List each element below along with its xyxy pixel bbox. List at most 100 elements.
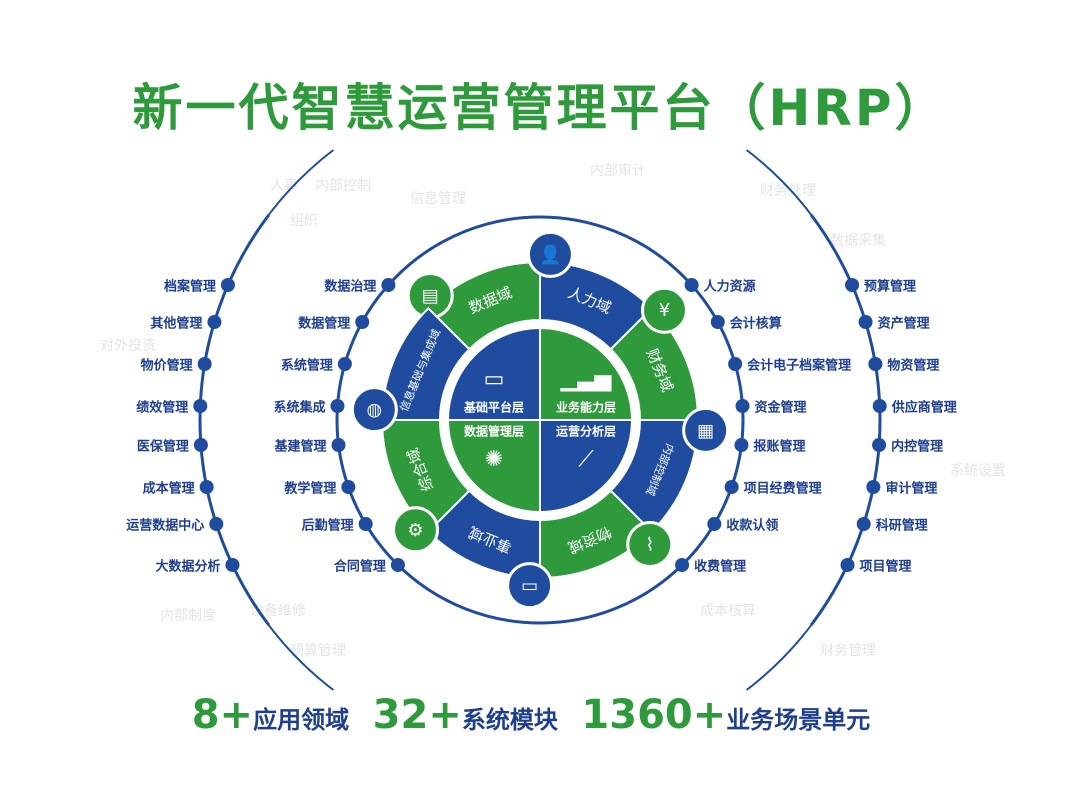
watermark-text: 成本核算 <box>700 603 756 619</box>
module-label: 项目管理 <box>859 559 912 575</box>
module-label: 数据管理 <box>298 316 351 332</box>
node-dot <box>858 315 873 329</box>
core-quadrant <box>446 326 541 421</box>
module-label: 审计管理 <box>885 481 938 497</box>
module-label: 成本管理 <box>142 481 195 497</box>
node-dot <box>225 558 240 572</box>
module-label: 物资管理 <box>887 358 940 374</box>
watermark-text: 预算管理 <box>290 643 346 659</box>
core-layer-label: 业务能力层 <box>556 400 616 415</box>
watermark-text: 组织 <box>290 213 318 229</box>
node-dot <box>872 399 887 413</box>
node-dot <box>199 480 214 494</box>
node-dot <box>728 357 743 371</box>
module-label: 数据治理 <box>324 279 377 295</box>
watermark-text: 内部审计 <box>590 163 646 179</box>
node-dot <box>355 315 370 329</box>
module-label: 预算管理 <box>864 279 917 295</box>
module-label: 会计核算 <box>729 316 782 332</box>
watermark-text: 内部控制 <box>315 178 371 194</box>
node-dot <box>330 399 345 413</box>
watermark-text: 人事 <box>270 178 298 194</box>
watermark-text: 财务处理 <box>760 183 816 199</box>
watermark-text: 设备维修 <box>250 603 306 619</box>
module-label: 档案管理 <box>163 279 216 295</box>
page-title: 新一代智慧运营管理平台（HRP） <box>132 79 948 137</box>
module-label: 系统管理 <box>280 358 333 374</box>
gear-people-icon: ⚙ <box>407 520 423 541</box>
money-icon: ▭ <box>521 576 538 597</box>
watermark-text: 财务管理 <box>820 643 876 659</box>
module-label: 运营数据中心 <box>126 518 205 534</box>
watermark-text: 系统设置 <box>950 463 1006 479</box>
module-label: 供应商管理 <box>891 400 957 416</box>
network-globe-icon: ✺ <box>485 447 503 472</box>
node-dot <box>724 480 739 494</box>
module-label: 会计电子档案管理 <box>747 358 852 374</box>
finance-person-badge <box>641 286 689 334</box>
stat-label: 业务场景单元 <box>726 706 871 734</box>
stat-label: 应用领域 <box>253 706 350 734</box>
core-layer-label: 运营分析层 <box>556 424 616 439</box>
inner-orbit-circle <box>335 215 745 625</box>
core-layer-label: 数据管理层 <box>464 424 524 439</box>
module-label: 教学管理 <box>284 481 337 497</box>
globe-icon: ◍ <box>366 400 382 421</box>
gear-people-badge <box>391 506 439 554</box>
module-label: 基建管理 <box>274 439 327 455</box>
module-label: 合同管理 <box>333 559 386 575</box>
stat-value: 1360+ <box>581 692 727 738</box>
node-dot <box>193 399 208 413</box>
right-outer-arc-ext <box>746 149 881 691</box>
watermark-text: 对外投资 <box>100 338 156 354</box>
module-label: 收款认领 <box>726 518 779 534</box>
finance-person-icon: ¥ <box>659 300 670 321</box>
node-dot <box>868 357 883 371</box>
stat-value: 8+ <box>191 692 254 738</box>
presentation-icon: ▦ <box>697 420 714 441</box>
paperclip-badge <box>626 521 674 569</box>
module-label: 系统集成 <box>273 400 326 416</box>
module-label: 大数据分析 <box>155 559 221 575</box>
watermark-text: 信息管理 <box>410 191 466 207</box>
document-icon: ▤ <box>422 285 439 306</box>
watermark-text: 数据采集 <box>830 233 886 249</box>
growth-icon: ▁▃▅ <box>560 367 613 392</box>
node-dot <box>735 399 750 413</box>
node-dot <box>193 438 208 452</box>
node-dot <box>209 517 224 531</box>
core-quadrant <box>539 419 634 514</box>
node-dot <box>381 278 396 292</box>
module-label: 项目经费管理 <box>743 481 822 497</box>
left-outer-arc-ext <box>199 149 334 691</box>
module-label: 绩效管理 <box>136 400 189 416</box>
module-label: 内控管理 <box>891 439 944 455</box>
node-dot <box>872 438 887 452</box>
watermark-text: 内部制度 <box>160 608 216 624</box>
core-quadrant <box>446 419 541 514</box>
stat-value: 32+ <box>372 692 462 738</box>
node-dot <box>197 357 212 371</box>
person-badge <box>526 230 574 278</box>
stat-label: 系统模块 <box>461 706 558 734</box>
monitor-icon: ▭ <box>484 367 505 392</box>
module-label: 物价管理 <box>140 358 193 374</box>
core-layer-label: 基础平台层 <box>463 400 524 415</box>
node-dot <box>675 558 690 572</box>
presentation-badge <box>682 406 730 454</box>
module-label: 收费管理 <box>694 559 747 575</box>
module-label: 报账管理 <box>753 439 806 455</box>
money-badge <box>506 562 554 610</box>
node-dot <box>840 558 855 572</box>
person-icon: 👤 <box>539 243 561 265</box>
node-dot <box>337 357 352 371</box>
domain-segment <box>380 306 471 421</box>
node-dot <box>341 480 356 494</box>
module-label: 科研管理 <box>875 518 928 534</box>
stats-bar: 8+应用领域 32+系统模块 1360+业务场景单元 <box>0 692 1080 738</box>
node-dot <box>734 438 749 452</box>
node-dot <box>710 315 725 329</box>
node-dot <box>845 278 860 292</box>
paperclip-icon: ⌇ <box>645 535 654 556</box>
